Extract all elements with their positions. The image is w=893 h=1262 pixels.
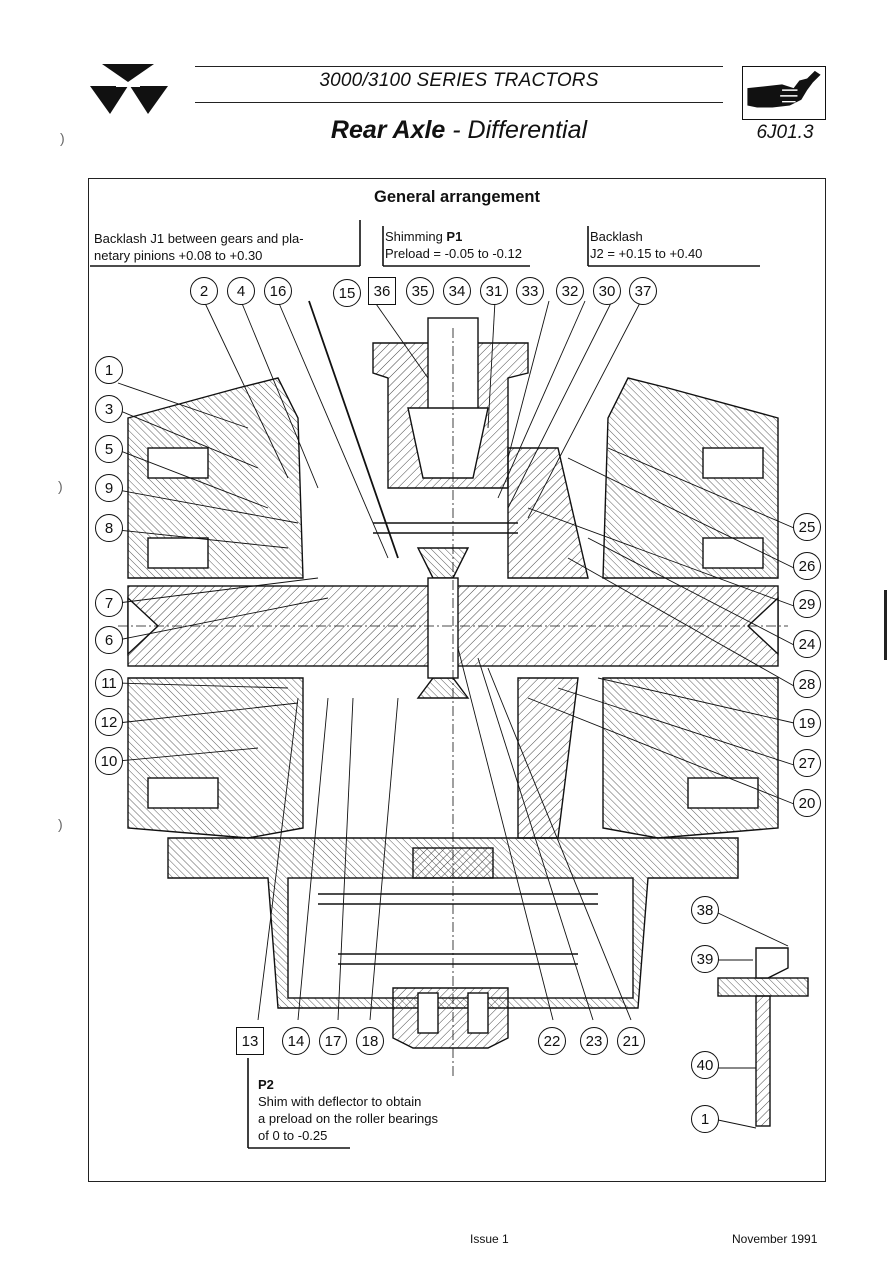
callout-12: 12 [95, 708, 123, 736]
callout-5: 5 [95, 435, 123, 463]
margin-mark: ) [58, 816, 63, 832]
p2-line: of 0 to -0.25 [258, 1128, 328, 1143]
callout-27: 27 [793, 749, 821, 777]
note-shimming-p1: Shimming P1 Preload = -0.05 to -0.12 [385, 228, 522, 262]
callout-25: 25 [793, 513, 821, 541]
callout-2: 2 [190, 277, 218, 305]
p2-code: P2 [258, 1077, 274, 1092]
backlash-title: Backlash [590, 229, 643, 244]
callout-17: 17 [319, 1027, 347, 1055]
brand-logo [90, 64, 168, 114]
page-title: Rear Axle - Differential [195, 116, 723, 145]
callout-8: 8 [95, 514, 123, 542]
callout-33: 33 [516, 277, 544, 305]
callout-37: 37 [629, 277, 657, 305]
section-title: General arrangement [374, 188, 540, 206]
title-bold: Rear Axle [330, 116, 446, 144]
callout-7: 7 [95, 589, 123, 617]
callout-1: 1 [691, 1105, 719, 1133]
margin-mark: ) [60, 130, 65, 146]
header-rule-bottom [195, 102, 723, 103]
callout-28: 28 [793, 670, 821, 698]
callout-31: 31 [480, 277, 508, 305]
callout-35: 35 [406, 277, 434, 305]
callout-11: 11 [95, 669, 123, 697]
p2-line: a preload on the roller bearings [258, 1111, 438, 1126]
header-rule-top [195, 66, 723, 67]
callout-16: 16 [264, 277, 292, 305]
series-title: 3000/3100 SERIES TRACTORS [319, 70, 599, 91]
callout-36: 36 [368, 277, 396, 305]
callout-4: 4 [227, 277, 255, 305]
callout-14: 14 [282, 1027, 310, 1055]
callout-26: 26 [793, 552, 821, 580]
callout-32: 32 [556, 277, 584, 305]
callout-40: 40 [691, 1051, 719, 1079]
preload-value: Preload = -0.05 to -0.12 [385, 246, 522, 261]
callout-30: 30 [593, 277, 621, 305]
note-line: netary pinions +0.08 to +0.30 [94, 248, 263, 263]
callout-22: 22 [538, 1027, 566, 1055]
issue-label: Issue 1 [470, 1232, 509, 1246]
callout-18: 18 [356, 1027, 384, 1055]
p2-line: Shim with deflector to obtain [258, 1094, 422, 1109]
margin-mark: ) [58, 478, 63, 494]
title-rest: - Differential [445, 116, 588, 144]
callout-24: 24 [793, 630, 821, 658]
page-code: 6J01.3 [756, 122, 814, 143]
callout-39: 39 [691, 945, 719, 973]
issue-date: November 1991 [732, 1232, 818, 1246]
callout-9: 9 [95, 474, 123, 502]
callout-34: 34 [443, 277, 471, 305]
callout-10: 10 [95, 747, 123, 775]
note-shim-p2: P2 Shim with deflector to obtain a prelo… [258, 1076, 438, 1144]
backlash-value: J2 = +0.15 to +0.40 [590, 246, 703, 261]
callout-6: 6 [95, 626, 123, 654]
callout-29: 29 [793, 590, 821, 618]
margin-bar [884, 590, 887, 660]
callout-23: 23 [580, 1027, 608, 1055]
note-line: Backlash J1 between gears and pla- [94, 231, 304, 246]
callout-38: 38 [691, 896, 719, 924]
differential-cross-section-diagram [90, 220, 809, 1149]
callout-3: 3 [95, 395, 123, 423]
shimming-label: Shimming [385, 229, 447, 244]
note-backlash-j1: Backlash J1 between gears and pla- netar… [94, 230, 304, 264]
callout-15: 15 [333, 279, 361, 307]
note-backlash-j2: Backlash J2 = +0.15 to +0.40 [590, 228, 702, 262]
shimming-code: P1 [446, 229, 463, 244]
hand-wrench-icon [742, 66, 826, 120]
callout-21: 21 [617, 1027, 645, 1055]
diagram-frame [88, 178, 826, 1182]
callout-20: 20 [793, 789, 821, 817]
callout-19: 19 [793, 709, 821, 737]
callout-13: 13 [236, 1027, 264, 1055]
callout-1: 1 [95, 356, 123, 384]
